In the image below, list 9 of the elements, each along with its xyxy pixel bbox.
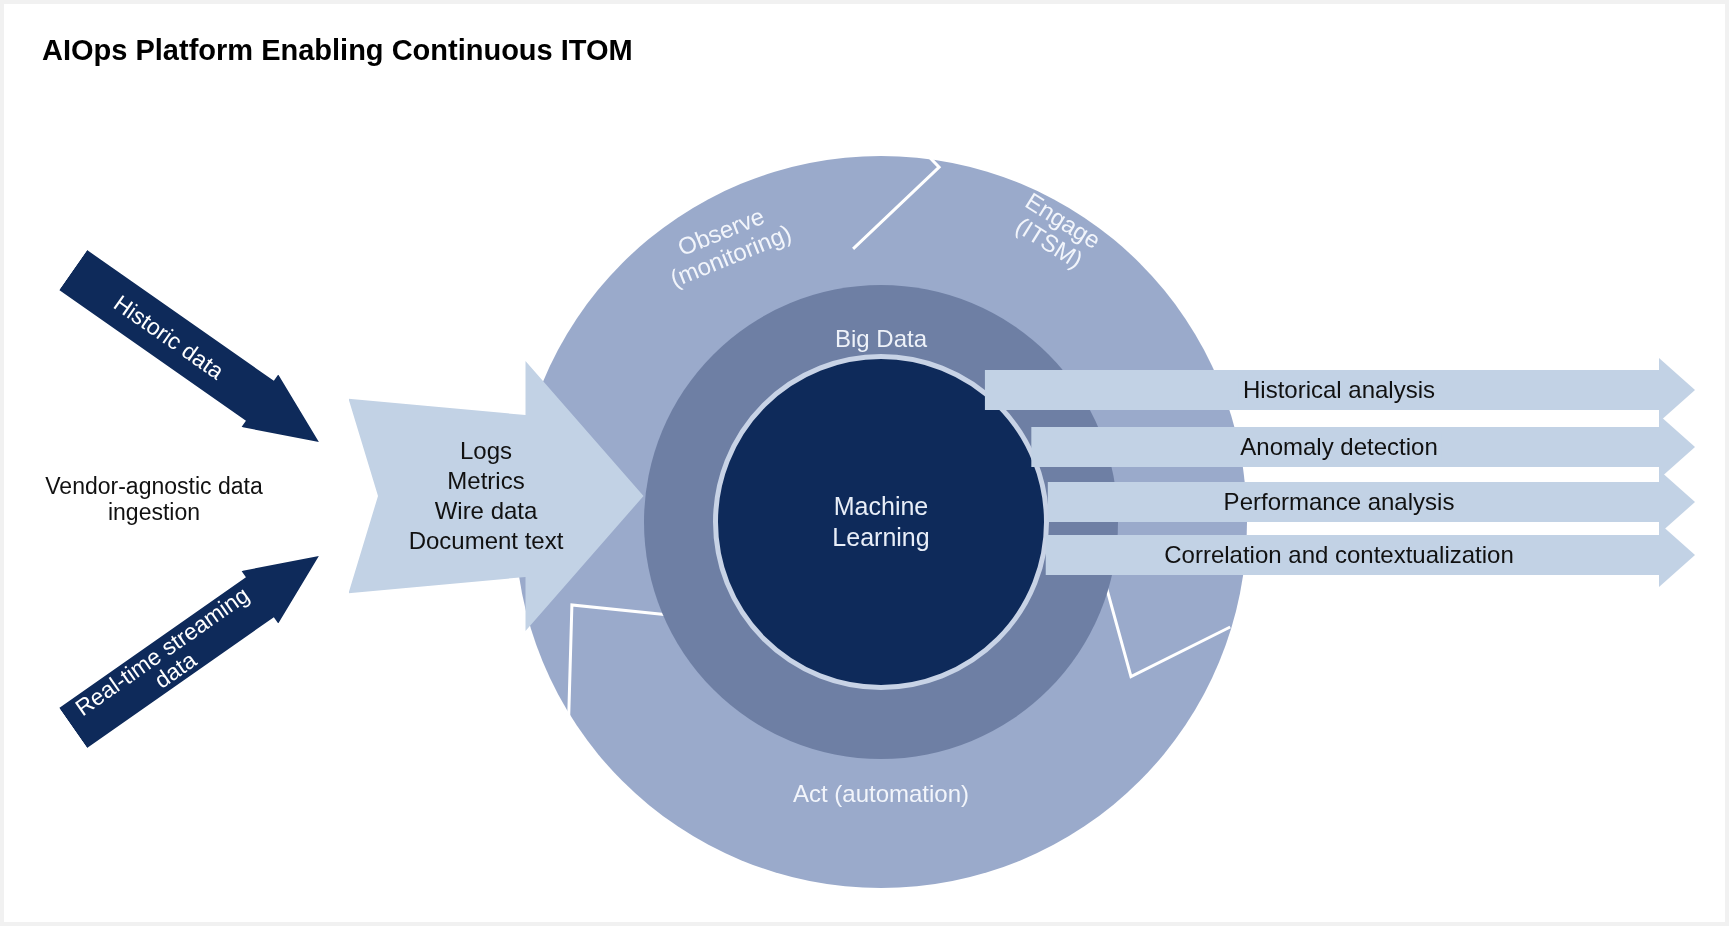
ring-label: Big Data (834, 325, 928, 353)
data-type-label: Document text (408, 526, 564, 556)
data-type-label: Logs (459, 436, 512, 466)
data-type-label: Wire data (434, 496, 538, 526)
data-type-label: Metrics (447, 466, 525, 496)
diagram-title: AIOps Platform Enabling Continuous ITOM (42, 34, 633, 67)
circle-label: Machine Learning (831, 490, 931, 553)
segment-label: Act (automation) (792, 780, 970, 808)
text-label: Vendor-agnostic data ingestion (44, 472, 264, 526)
